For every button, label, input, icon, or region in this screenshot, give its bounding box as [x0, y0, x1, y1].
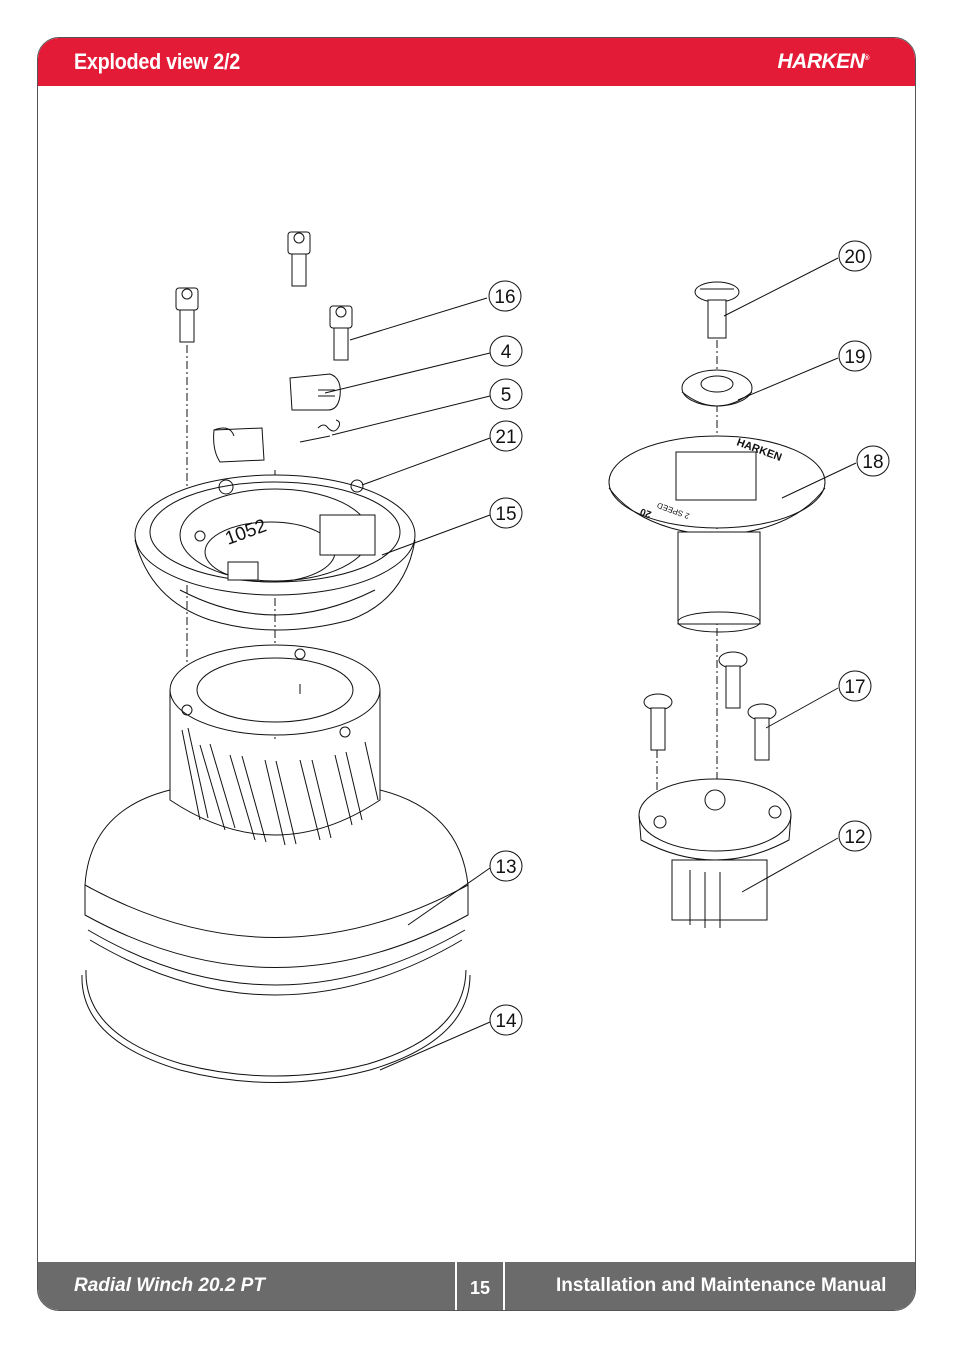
callout-18: 18 [781, 445, 890, 499]
svg-text:15: 15 [495, 504, 516, 525]
callout-19: 19 [737, 340, 872, 401]
callout-5: 5 [331, 378, 523, 436]
winch-base-13 [84, 789, 469, 996]
screws-17 [643, 651, 777, 761]
screw-20 [694, 281, 740, 339]
svg-text:19: 19 [844, 347, 865, 368]
svg-text:4: 4 [501, 342, 512, 363]
page-title: Exploded view 2/2 [74, 49, 240, 74]
svg-text:16: 16 [494, 287, 515, 308]
page-header: Exploded view 2/2 HARKEN® [38, 38, 915, 86]
callout-15: 15 [381, 497, 523, 556]
brand-name: HARKEN [777, 50, 865, 73]
svg-text:21: 21 [495, 427, 516, 448]
spindle-12 [638, 778, 792, 928]
cap-size-marking: 20 [638, 505, 653, 519]
footer-page-number: 15 [455, 1262, 505, 1310]
page-footer: Radial Winch 20.2 PT 15 Installation and… [38, 1262, 915, 1310]
svg-text:14: 14 [495, 1011, 517, 1032]
pawl-left [213, 427, 265, 463]
harken-logo: HARKEN® [777, 50, 869, 74]
callout-14: 14 [379, 1004, 523, 1071]
bolt-left [175, 287, 199, 343]
callout-13: 13 [407, 850, 523, 926]
top-cap-18: HARKEN 20 2 SPEED [608, 435, 826, 633]
svg-text:12: 12 [844, 827, 865, 848]
registered-mark: ® [864, 55, 869, 62]
gear-drum [169, 644, 381, 846]
bolt-16 [329, 305, 353, 361]
drum-top-15: 1052 [134, 474, 416, 631]
callout-17: 17 [765, 670, 872, 729]
callout-4: 4 [324, 335, 523, 394]
svg-text:20: 20 [844, 247, 865, 268]
svg-text:18: 18 [862, 452, 883, 473]
callout-20: 20 [723, 240, 872, 317]
footer-product-name: Radial Winch 20.2 PT [74, 1275, 265, 1296]
svg-text:13: 13 [495, 857, 516, 878]
pawl-4 [289, 373, 341, 411]
svg-text:17: 17 [844, 677, 865, 698]
callout-21: 21 [361, 420, 523, 486]
o-ring-14 [81, 969, 471, 1083]
svg-text:5: 5 [501, 385, 512, 406]
spring-5 [299, 419, 341, 443]
callout-12: 12 [741, 820, 872, 893]
callout-16: 16 [349, 280, 522, 341]
bolt-top-center [287, 231, 311, 287]
footer-manual-title: Installation and Maintenance Manual [556, 1275, 887, 1296]
washer-19 [681, 369, 753, 407]
